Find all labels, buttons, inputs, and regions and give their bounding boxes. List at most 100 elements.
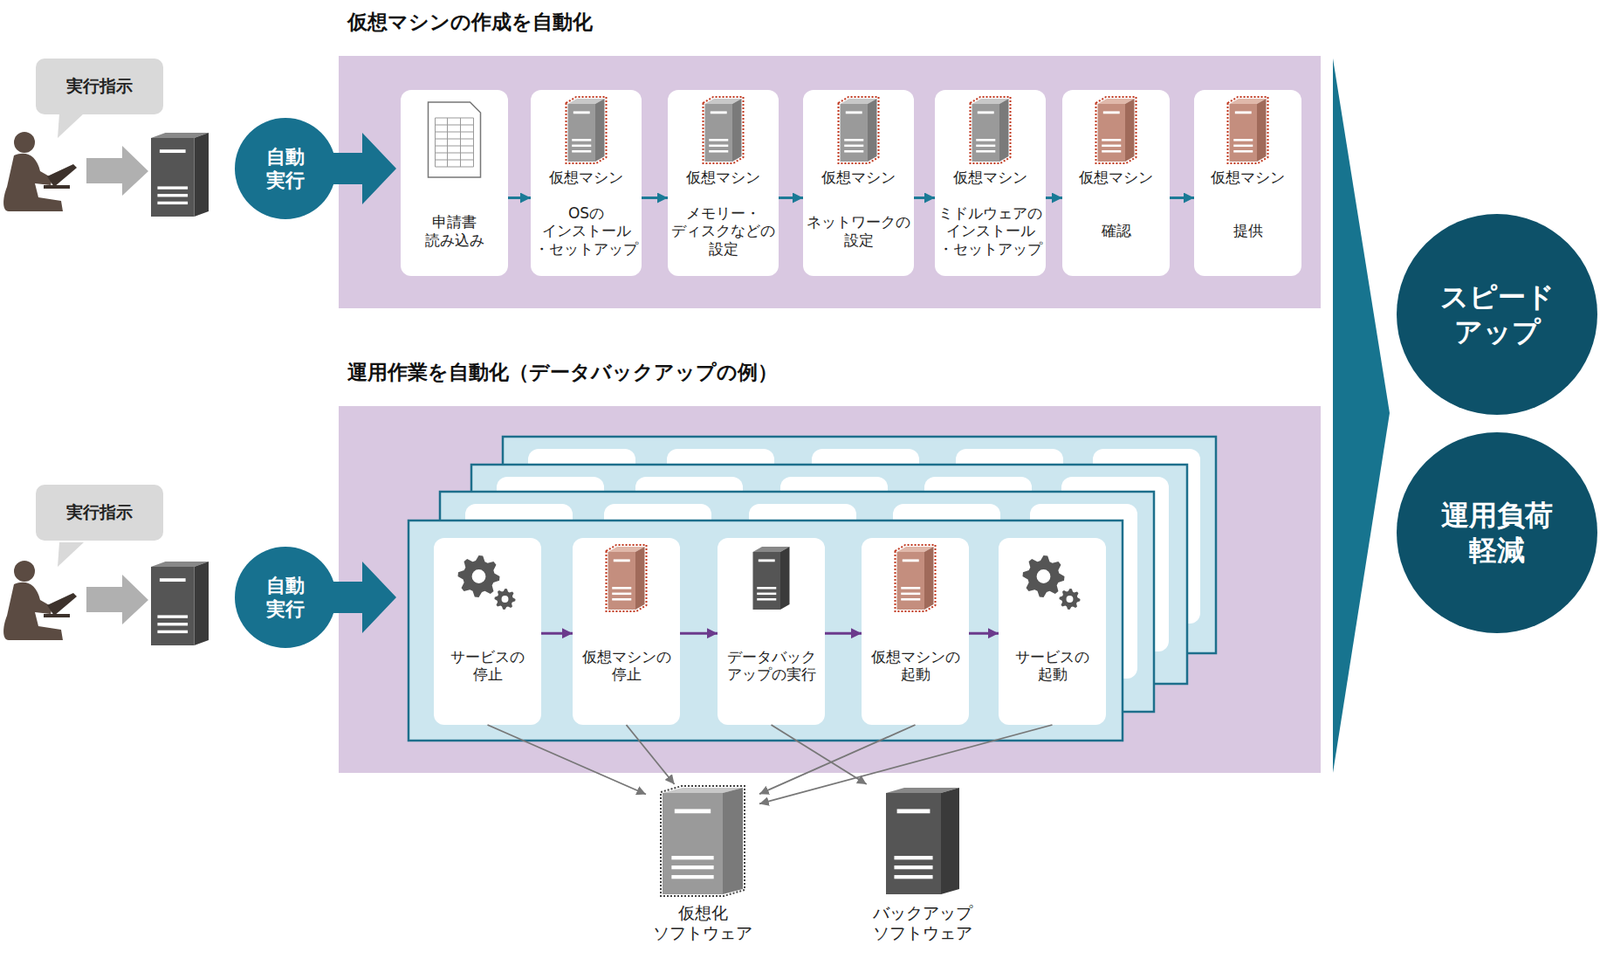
- label-text: 実行指示: [66, 75, 133, 98]
- heading-region: 仮想マシン: [803, 168, 914, 186]
- box-node: 仮想マシンOSの インストール ・セットアップ: [530, 89, 642, 276]
- server-vent: [844, 144, 864, 148]
- label-text: サービスの 停止: [450, 647, 525, 684]
- text-line: 自動: [266, 573, 305, 598]
- box-node: 仮想マシンメモリー・ ディスクなどの 設定: [667, 89, 779, 276]
- text-line: 実行指示: [66, 501, 133, 524]
- server-slot: [159, 149, 186, 153]
- server-slot: [845, 110, 863, 114]
- body-region: ミドルウェアの インストール ・セットアップ: [934, 192, 1046, 269]
- gear-hole: [501, 595, 509, 603]
- text-line: ネットワークの: [806, 212, 911, 231]
- text-line: ミドルウェアの: [938, 204, 1043, 222]
- server-top: [972, 98, 1010, 104]
- server-vent: [708, 138, 728, 142]
- server-top: [151, 561, 209, 567]
- server-slot: [758, 558, 776, 562]
- box-node: 仮想マシンミドルウェアの インストール ・セットアップ: [934, 89, 1046, 276]
- server-slot: [902, 558, 920, 562]
- caption-region: バックアップ ソフトウェア: [865, 902, 980, 943]
- server-slot: [710, 110, 728, 114]
- sheet-grid: [435, 124, 474, 126]
- server-side: [595, 98, 605, 162]
- label-text: メモリー・ ディスクなどの 設定: [671, 204, 776, 258]
- text-line: ・セットアップ: [938, 240, 1043, 258]
- server-vent: [671, 865, 714, 869]
- server-side: [194, 132, 210, 217]
- server-front: [840, 103, 869, 162]
- server-front: [705, 103, 734, 162]
- operator-head: [13, 131, 35, 153]
- server-side: [732, 98, 742, 162]
- auto-node: 自動 実行: [234, 546, 337, 648]
- body-region: 申請書 読み込み: [400, 192, 509, 269]
- gear: [494, 588, 516, 610]
- server-slot: [573, 110, 591, 114]
- body-region: データバック アップの実行: [717, 640, 825, 690]
- label-text: 仮想マシン: [549, 168, 624, 186]
- label-text: 仮想マシン: [686, 168, 761, 186]
- body-region: メモリー・ ディスクなどの 設定: [667, 192, 779, 269]
- box2-node: サービスの 起動: [998, 537, 1106, 725]
- server-top: [753, 546, 790, 552]
- soft-node: 仮想化 ソフトウェア: [645, 783, 760, 950]
- label-text: データバック アップの実行: [727, 647, 817, 684]
- laptop-base: [43, 613, 70, 618]
- server-side: [194, 561, 210, 646]
- text-line: データバック: [727, 647, 817, 666]
- text-line: 自動: [266, 144, 305, 170]
- server-side: [722, 787, 743, 894]
- label-text: 仮想マシンの作成を自動化: [347, 8, 593, 36]
- box-node: 仮想マシンネットワークの 設定: [803, 89, 914, 276]
- server-front: [151, 137, 195, 217]
- sheet-grid: [473, 117, 474, 167]
- server-vent: [157, 185, 188, 189]
- text-line: 設定: [671, 240, 776, 258]
- text-line: 仮想マシン: [821, 168, 896, 186]
- label-text: 実行指示: [66, 501, 133, 524]
- server-vent: [157, 630, 188, 633]
- server-slot: [897, 808, 931, 813]
- text-line: 運用負荷: [1441, 497, 1553, 533]
- server-vent: [708, 150, 728, 153]
- server-front: [1098, 103, 1127, 162]
- server-front: [885, 792, 941, 894]
- server-vent: [571, 150, 591, 153]
- text-line: 軽減: [1441, 532, 1553, 568]
- server-top: [1098, 98, 1135, 104]
- sheet-grid: [435, 152, 474, 154]
- hand-off-arrow: [86, 145, 149, 196]
- sheet-grid: [435, 166, 474, 168]
- server-side: [999, 98, 1010, 162]
- sheet-grid: [434, 117, 436, 167]
- server-vent: [1233, 144, 1253, 148]
- label-text: 仮想マシン: [821, 168, 896, 186]
- panel-node: 運用作業を自動化（データバックアップの例）サービスの 停止仮想マシンの 停止デー…: [338, 405, 1321, 773]
- text-line: 仮想マシン: [1210, 168, 1285, 186]
- laptop: [47, 164, 77, 187]
- text-line: 実行指示: [66, 75, 133, 98]
- server-vent: [756, 586, 776, 590]
- server-vent: [157, 614, 188, 618]
- connector: [778, 196, 804, 200]
- auto-node: 自動 実行: [234, 117, 337, 220]
- heading-region: 仮想マシン: [530, 168, 642, 186]
- connector: [641, 196, 668, 200]
- box-node: 仮想マシン確認: [1062, 89, 1170, 276]
- server-side: [780, 546, 790, 610]
- heading-region: 仮想マシン: [934, 168, 1046, 186]
- text-line: 起動: [1015, 665, 1090, 683]
- operator-body: [3, 582, 63, 640]
- server-front: [608, 551, 637, 610]
- body-region: サービスの 起動: [998, 640, 1106, 690]
- text-line: サービスの: [1015, 647, 1090, 666]
- server-slot: [1103, 110, 1120, 114]
- sheet-grid: [435, 145, 474, 147]
- text-line: メモリー・: [671, 204, 776, 222]
- text-line: 仮想マシンの作成を自動化: [347, 8, 593, 36]
- connector: [1169, 196, 1195, 200]
- text-line: ソフトウェア: [652, 922, 753, 943]
- connector: [487, 724, 647, 795]
- text-line: 仮想化: [652, 902, 753, 923]
